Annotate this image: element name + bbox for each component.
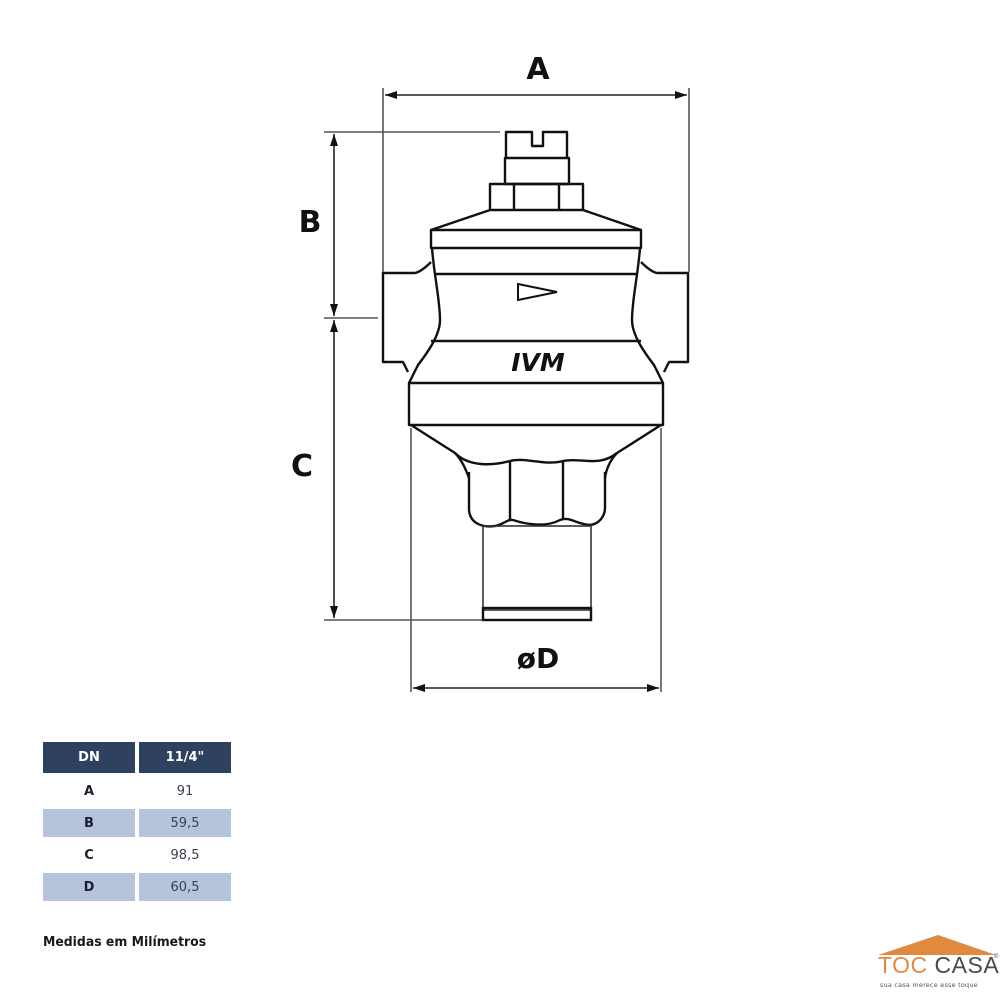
logo-casa: CASA <box>934 952 1000 978</box>
row-value: 98,5 <box>139 841 231 869</box>
dimension-label-b: B <box>298 205 322 240</box>
table-row: B 59,5 <box>43 809 231 837</box>
row-value: 59,5 <box>139 809 231 837</box>
outlet-port <box>640 261 690 373</box>
valve-outline <box>381 130 690 528</box>
logo-tagline: sua casa merece esse toque <box>880 981 978 989</box>
dimension-arrows <box>330 91 687 692</box>
row-value: 91 <box>139 777 231 805</box>
table-row: C 98,5 <box>43 841 231 869</box>
row-key: A <box>43 777 135 805</box>
pipe-connector <box>482 525 592 611</box>
table-row: D 60,5 <box>43 873 231 901</box>
dimension-lines <box>324 88 690 692</box>
roof-icon <box>878 935 996 955</box>
brand-logo: TOC CASA ® sua casa merece esse toque <box>876 934 1000 1000</box>
hex-nut <box>488 182 585 212</box>
flow-direction-icon <box>517 282 558 302</box>
dimensions-table: DN 11/4" A 91 B 59,5 C 98,5 D 60,5 <box>39 738 235 905</box>
row-value: 60,5 <box>139 873 231 901</box>
product-marking: IVM <box>511 348 565 377</box>
union-nut <box>467 472 607 528</box>
table-row: A 91 <box>43 777 231 805</box>
registered-mark: ® <box>994 954 999 960</box>
units-note: Medidas em Milímetros <box>43 934 207 950</box>
dimension-label-a: A <box>526 52 550 87</box>
row-key: B <box>43 809 135 837</box>
dimension-label-d: øD <box>516 642 560 675</box>
dimension-label-c: C <box>290 449 314 484</box>
adjust-screw <box>504 130 569 158</box>
row-key: D <box>43 873 135 901</box>
logo-wordmark: TOC CASA <box>878 954 999 977</box>
table-header-dn: DN <box>43 742 135 773</box>
row-key: C <box>43 841 135 869</box>
logo-toc: TOC <box>878 952 928 978</box>
inlet-port <box>381 261 432 373</box>
table-header-size: 11/4" <box>139 742 231 773</box>
pipe-end-ring <box>481 606 593 622</box>
